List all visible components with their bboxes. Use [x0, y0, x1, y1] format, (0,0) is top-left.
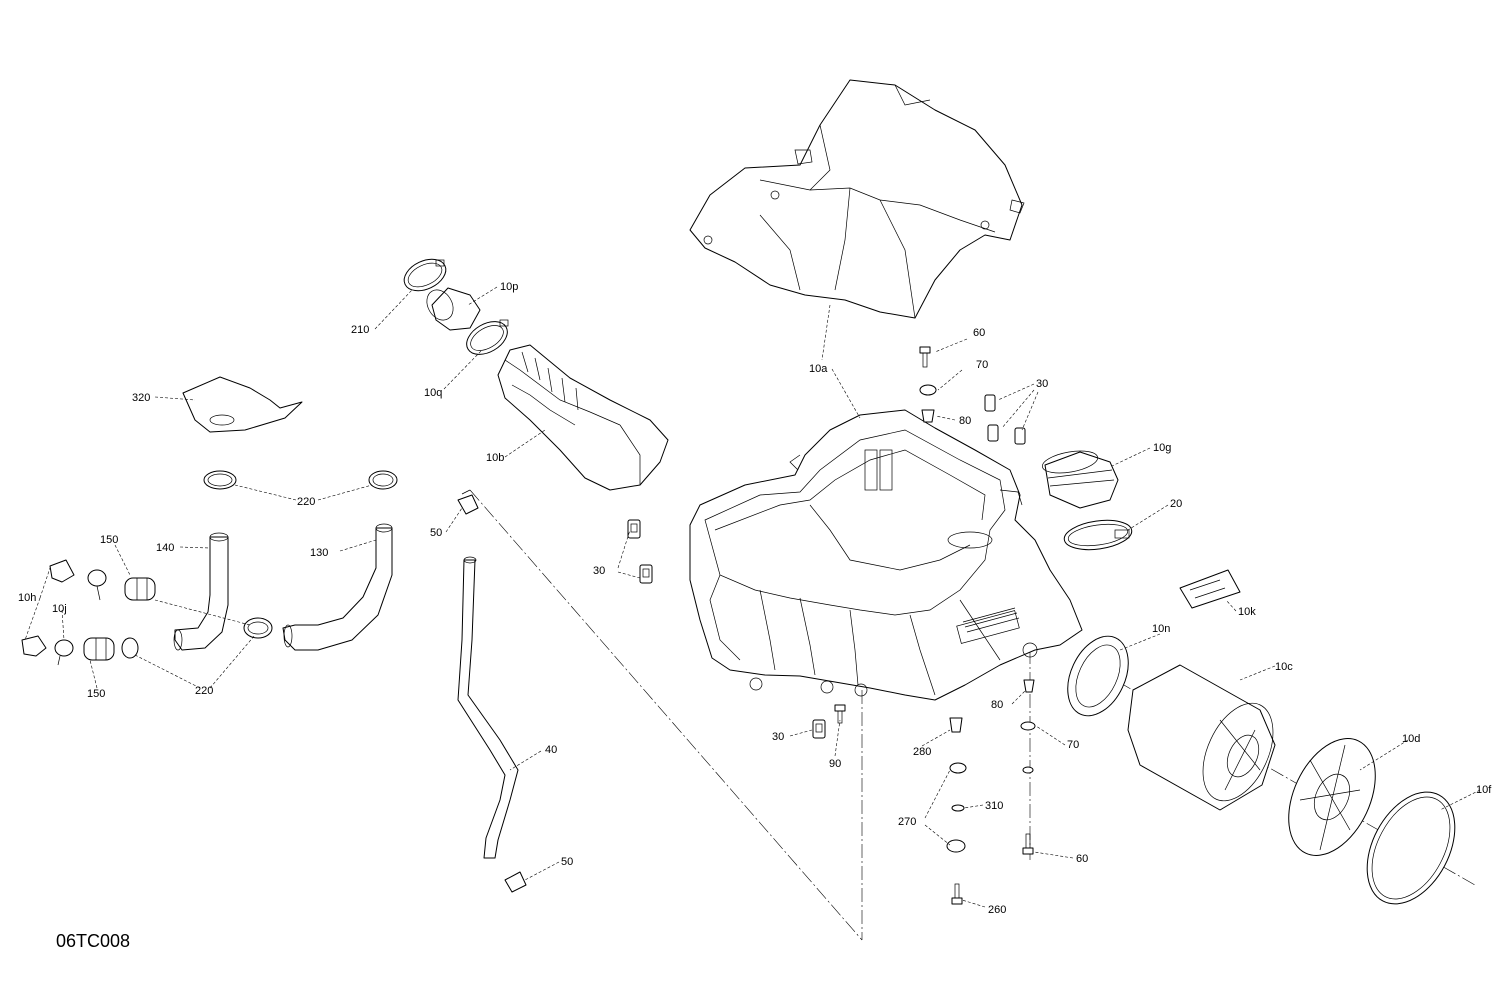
clamp-20 — [1063, 519, 1133, 551]
hose-sleeve-10p — [426, 287, 481, 331]
bolt-60-top — [919, 346, 931, 368]
callout-80-top: 80 — [959, 415, 971, 427]
callout-220-low: 220 — [195, 685, 213, 697]
grommet-80-top — [921, 409, 935, 423]
clamp-10q — [466, 319, 509, 355]
upper-cover-10a — [689, 79, 1025, 319]
callout-140: 140 — [156, 542, 174, 554]
hose-130 — [282, 523, 393, 651]
coupler-10g — [1042, 450, 1119, 509]
callout-10b: 10b — [486, 452, 504, 464]
callout-10k: 10k — [1238, 606, 1256, 618]
clamp-220-upper-right — [368, 470, 398, 490]
hose-140 — [173, 532, 229, 651]
clip-30-c — [812, 719, 826, 739]
washer-270-b — [946, 839, 966, 853]
label-10k — [1179, 569, 1241, 609]
seal-ring-10n — [1067, 635, 1129, 717]
callout-30-right: 30 — [1036, 378, 1048, 390]
callout-10d: 10d — [1402, 733, 1420, 745]
o-ring-10f — [1366, 791, 1456, 905]
washer-70-top — [919, 384, 937, 396]
clip-50-upper — [457, 489, 479, 515]
callout-60-top: 60 — [973, 327, 985, 339]
callout-130: 130 — [310, 547, 328, 559]
filter-element-10c — [1127, 664, 1276, 811]
callout-10g: 10g — [1153, 442, 1171, 454]
callout-320: 320 — [132, 392, 150, 404]
grommet-280 — [949, 717, 963, 733]
callout-10n: 10n — [1152, 623, 1170, 635]
clip-30-a — [627, 519, 641, 539]
bolt-90 — [834, 704, 846, 724]
drain-tube-40 — [457, 556, 519, 859]
callout-150-low: 150 — [87, 688, 105, 700]
diagram-code: 06TC008 — [56, 931, 130, 951]
grommet-80-low — [1023, 679, 1035, 693]
end-cover-10d — [1288, 738, 1376, 856]
callout-50-top: 50 — [430, 527, 442, 539]
washer-310-b — [951, 804, 965, 812]
shield-plate-320 — [182, 376, 303, 433]
washer-70-low — [1020, 721, 1036, 731]
clamp-220-lower — [243, 617, 273, 639]
callout-30-mid: 30 — [772, 731, 784, 743]
callout-10f: 10f — [1476, 784, 1492, 796]
callout-270: 270 — [898, 816, 916, 828]
callout-10h: 10h — [18, 592, 36, 604]
clip-30-f — [1014, 427, 1026, 445]
callout-10p: 10p — [500, 281, 518, 293]
callout-280: 280 — [913, 746, 931, 758]
callout-80-low: 80 — [991, 699, 1003, 711]
bolt-60-low — [1022, 833, 1034, 855]
callout-10q: 10q — [424, 387, 442, 399]
intake-duct-10b — [497, 344, 669, 491]
leader-lines — [24, 286, 1481, 908]
clamp-220-small — [121, 637, 139, 659]
clamp-220-upper-left — [203, 470, 237, 490]
cap-10h-upper — [49, 559, 75, 583]
callout-10a: 10a — [809, 363, 828, 375]
clip-50-lower — [504, 871, 527, 893]
callout-50-low: 50 — [561, 856, 573, 868]
callout-10j: 10j — [52, 603, 67, 615]
bolt-260 — [951, 883, 963, 905]
clamp-210 — [403, 258, 447, 292]
clip-10j-lower — [54, 639, 74, 666]
callout-40: 40 — [545, 744, 557, 756]
callout-60-low: 60 — [1076, 853, 1088, 865]
callout-260: 260 — [988, 904, 1006, 916]
washer-310-a — [1022, 766, 1034, 774]
callout-70-low: 70 — [1067, 739, 1079, 751]
cap-10h-lower — [21, 635, 47, 657]
clip-30-b — [639, 564, 653, 584]
callout-90: 90 — [829, 758, 841, 770]
callout-labels: 10a 60 70 80 30 10g 20 10k 10n 10c 10d 1… — [18, 281, 1492, 916]
plug-150-upper — [124, 577, 156, 601]
callout-210: 210 — [351, 324, 369, 336]
callout-150-top: 150 — [100, 534, 118, 546]
plug-150-lower — [83, 637, 115, 661]
clip-10j-upper — [87, 569, 107, 601]
callout-220-top: 220 — [297, 496, 315, 508]
lower-airbox-body — [689, 409, 1083, 701]
callout-20: 20 — [1170, 498, 1182, 510]
callout-30-clip: 30 — [593, 565, 605, 577]
clip-30-d — [984, 394, 996, 412]
callout-10c: 10c — [1275, 661, 1293, 673]
washer-270-a — [949, 762, 967, 774]
callout-70-top: 70 — [976, 359, 988, 371]
clip-30-e — [987, 424, 999, 442]
callout-310: 310 — [985, 800, 1003, 812]
